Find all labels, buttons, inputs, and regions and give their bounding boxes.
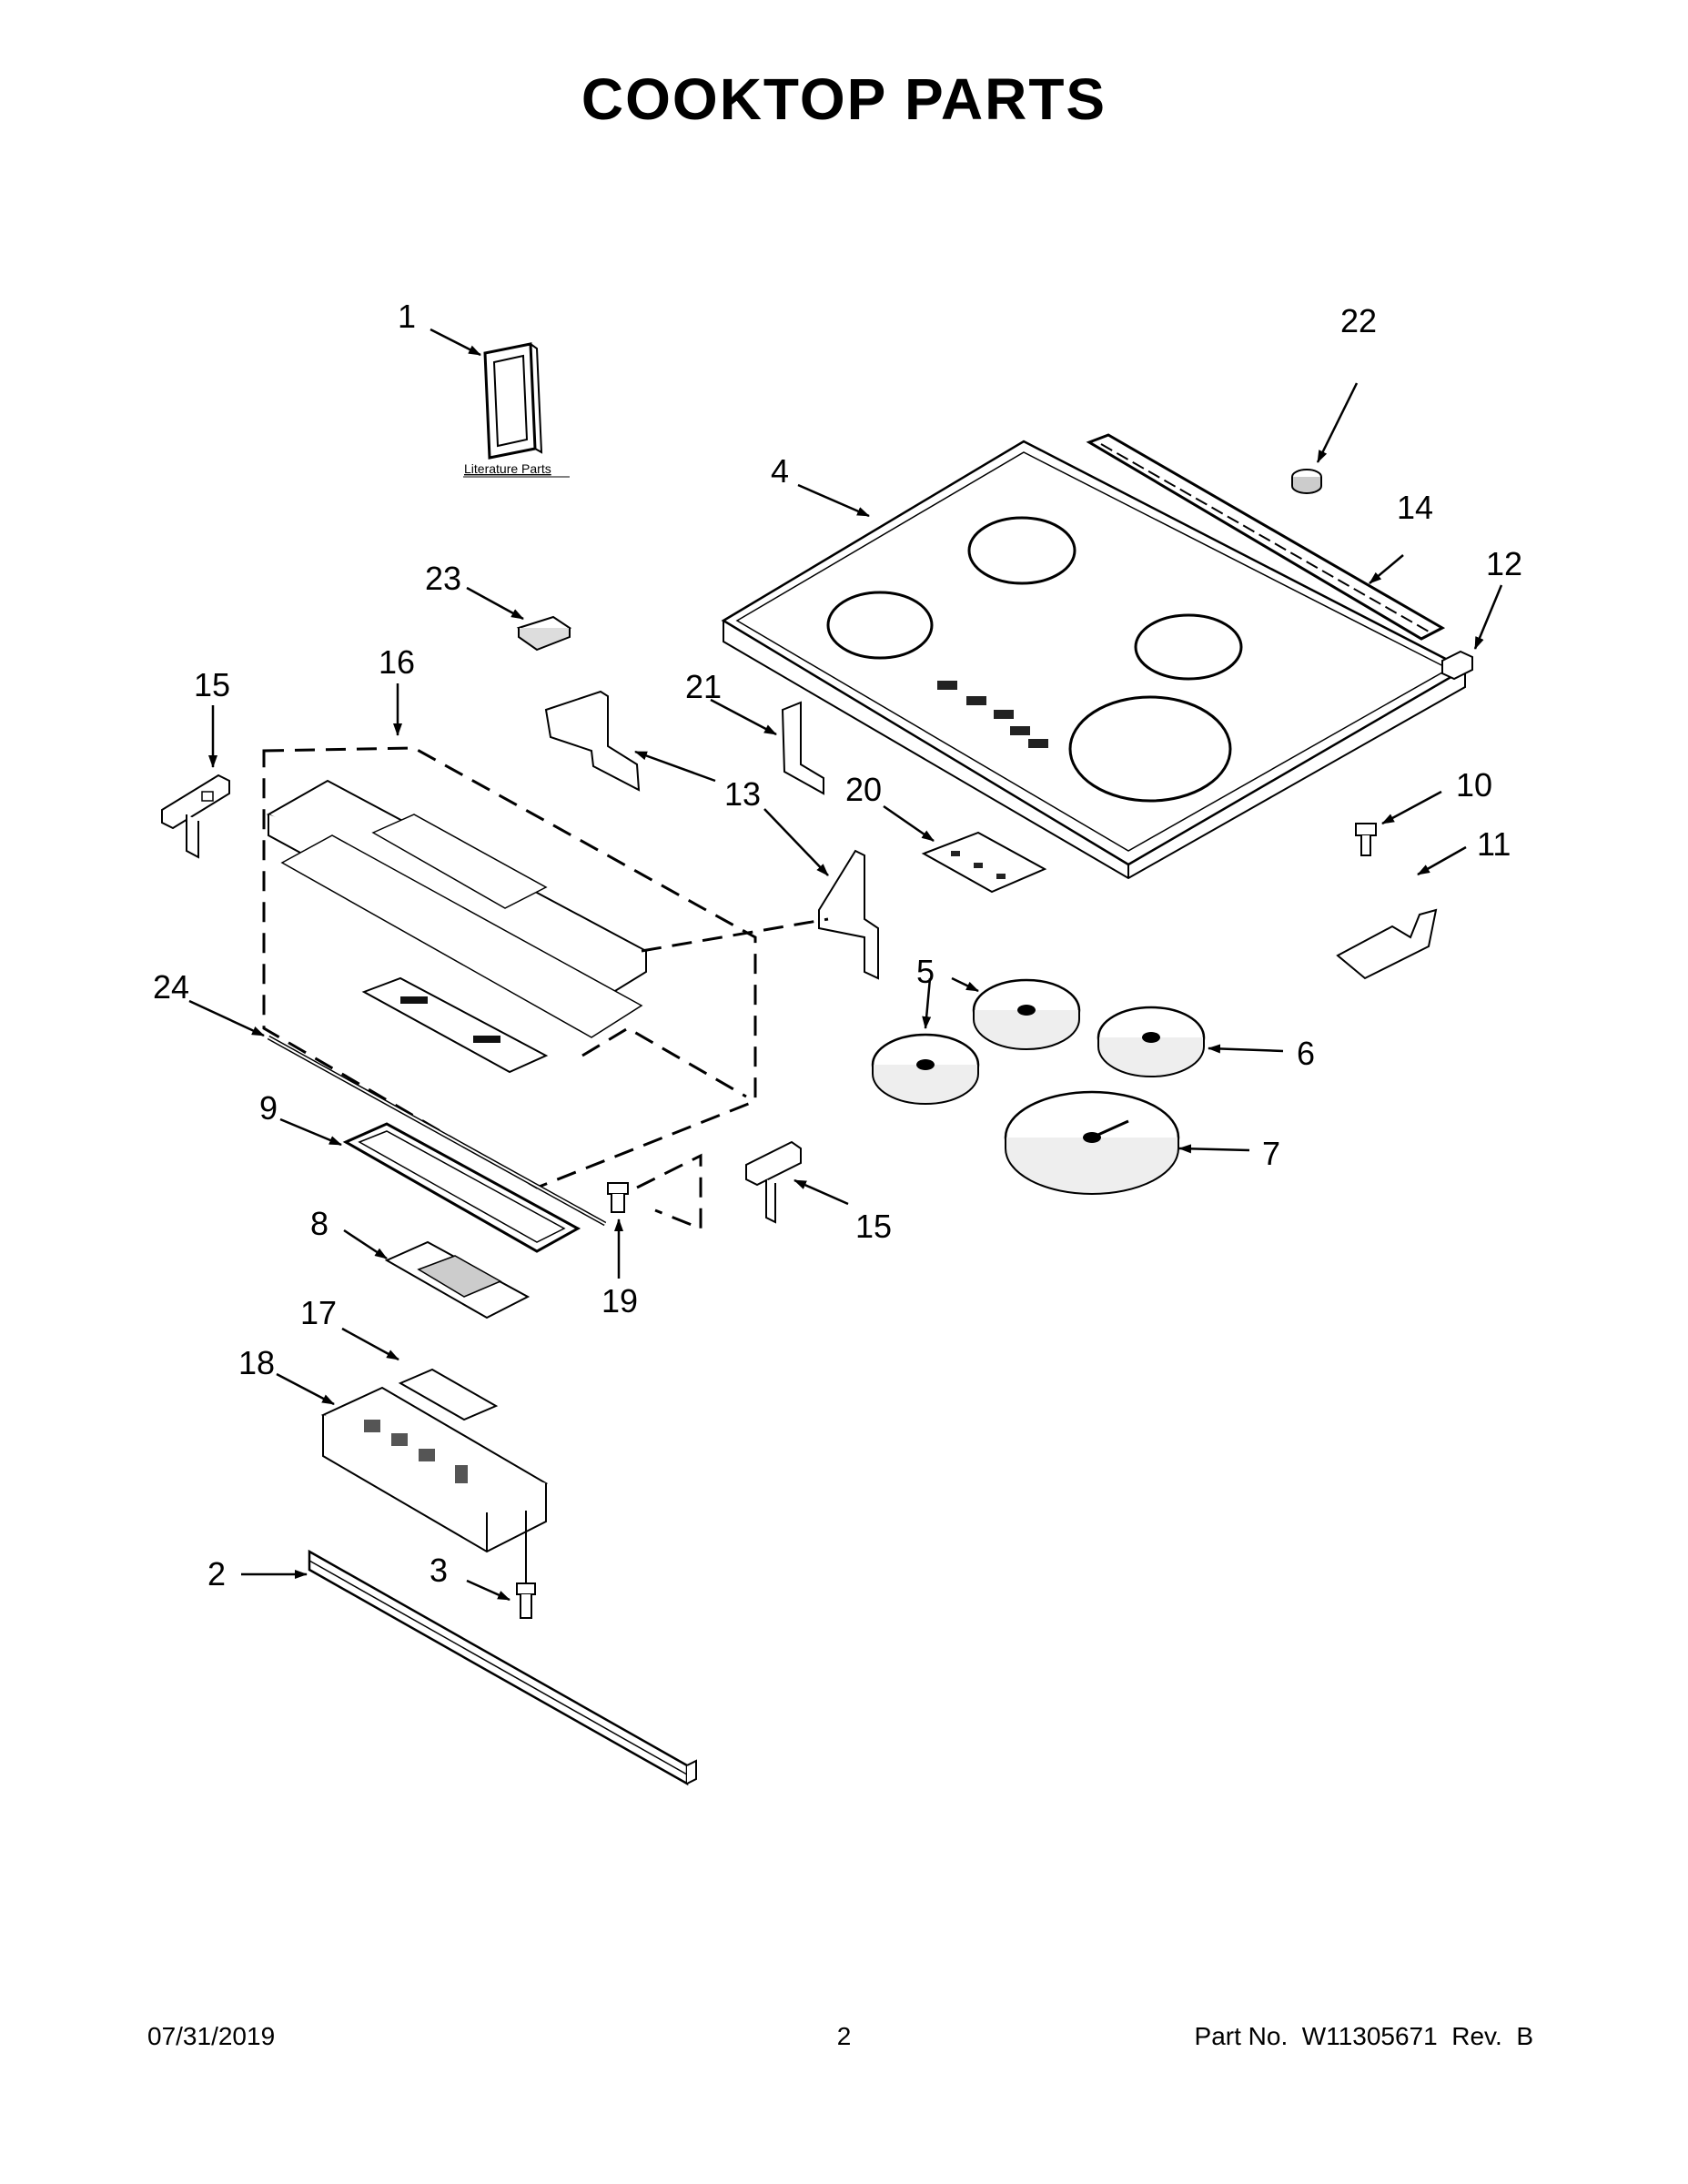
callout-19: 19 bbox=[601, 1282, 638, 1320]
part-rod-24[interactable] bbox=[267, 1035, 607, 1227]
callout-1: 1 bbox=[398, 298, 416, 335]
callout-10: 10 bbox=[1456, 766, 1492, 804]
part-bracket-21[interactable] bbox=[781, 701, 824, 795]
part-bracket-11[interactable] bbox=[1336, 908, 1438, 980]
part-burner-5a[interactable] bbox=[972, 978, 1081, 1050]
callout-14: 14 bbox=[1397, 489, 1433, 526]
part-cooktop-glass[interactable] bbox=[721, 440, 1468, 880]
footer-page-number: 2 bbox=[836, 2022, 852, 2050]
callout-15-right: 15 bbox=[855, 1208, 892, 1245]
callout-21: 21 bbox=[685, 668, 722, 705]
callout-13: 13 bbox=[724, 775, 761, 813]
callout-12: 12 bbox=[1486, 545, 1522, 582]
part-vent-trim[interactable] bbox=[1086, 433, 1446, 641]
part-bracket-13-lower[interactable] bbox=[818, 849, 879, 980]
part-rail-2[interactable] bbox=[308, 1549, 697, 1786]
part-bracket-15-left[interactable] bbox=[161, 774, 230, 859]
callout-15-left: 15 bbox=[194, 666, 230, 703]
part-control-board-18[interactable] bbox=[320, 1386, 549, 1583]
page-title: COOKTOP PARTS bbox=[581, 66, 1107, 132]
part-plate-17[interactable] bbox=[398, 1368, 499, 1421]
callout-23: 23 bbox=[425, 560, 461, 597]
part-bracket-13-upper[interactable] bbox=[544, 690, 641, 792]
part-burner-5b[interactable] bbox=[871, 1033, 980, 1105]
callout-8: 8 bbox=[310, 1205, 329, 1242]
callout-numbers: 1 22 4 14 12 23 15 16 21 13 20 10 11 5 6… bbox=[153, 298, 1522, 1592]
part-module-8[interactable] bbox=[384, 1240, 531, 1320]
callout-16: 16 bbox=[379, 643, 415, 681]
callout-9: 9 bbox=[259, 1089, 278, 1127]
callout-11: 11 bbox=[1477, 825, 1511, 863]
part-console-assembly[interactable] bbox=[262, 746, 757, 1189]
part-burner-6[interactable] bbox=[1097, 1006, 1206, 1077]
callout-3: 3 bbox=[430, 1552, 448, 1589]
callout-20: 20 bbox=[845, 771, 882, 808]
part-clip-12[interactable] bbox=[1441, 650, 1473, 681]
part-clip-23[interactable] bbox=[516, 615, 572, 652]
part-screw-3[interactable] bbox=[516, 1582, 536, 1619]
part-burner-7[interactable] bbox=[1004, 1090, 1180, 1195]
callout-4: 4 bbox=[771, 452, 789, 490]
callout-5: 5 bbox=[916, 953, 935, 990]
callout-22: 22 bbox=[1340, 302, 1377, 339]
part-foot-22[interactable] bbox=[1291, 469, 1322, 494]
callout-6: 6 bbox=[1297, 1035, 1315, 1072]
part-frame-9[interactable] bbox=[342, 1122, 581, 1253]
callout-18: 18 bbox=[238, 1344, 275, 1381]
part-control-board-20[interactable] bbox=[921, 831, 1047, 894]
callout-24: 24 bbox=[153, 968, 189, 1006]
footer-part-number: Part No. W11305671 Rev. B bbox=[1194, 2022, 1533, 2050]
part-literature[interactable]: Literature Parts bbox=[463, 342, 570, 478]
callout-leaders bbox=[188, 328, 1503, 1602]
part-bracket-15-right[interactable] bbox=[581, 917, 829, 1231]
part-screw-19[interactable] bbox=[607, 1182, 629, 1213]
literature-parts-label: Literature Parts bbox=[464, 461, 551, 476]
callout-2: 2 bbox=[207, 1555, 226, 1592]
callout-17: 17 bbox=[300, 1294, 337, 1331]
footer-date: 07/31/2019 bbox=[147, 2022, 276, 2050]
callout-7: 7 bbox=[1262, 1135, 1280, 1172]
part-screw-10[interactable] bbox=[1355, 823, 1377, 856]
